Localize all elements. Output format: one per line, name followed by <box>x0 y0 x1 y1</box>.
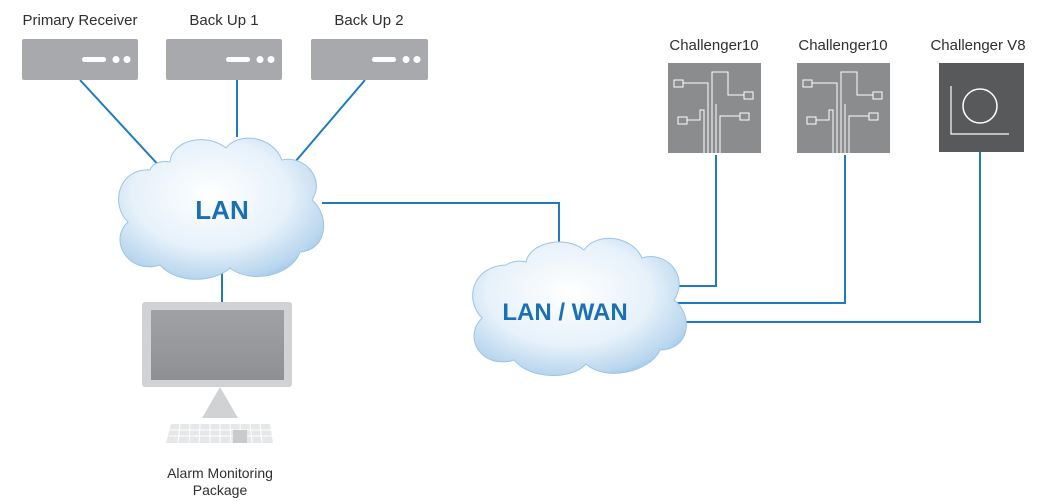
link-wan-challenger1 <box>672 155 717 287</box>
label-back-up-2: Back Up 2 <box>334 12 404 29</box>
connection-lines <box>79 79 981 323</box>
lan-cloud-label: LAN <box>195 195 248 225</box>
receiver-server-backup2 <box>311 39 428 80</box>
label-back-up-1: Back Up 1 <box>189 12 259 29</box>
label-challenger10-2: Challenger10 <box>798 37 888 54</box>
link-lan-wan <box>322 202 560 250</box>
link-backup2-lan <box>294 79 366 163</box>
wan-cloud-label: LAN / WAN <box>502 299 627 326</box>
label-alarm-monitoring: Alarm Monitoring <box>167 465 273 481</box>
label-challenger10-1: Challenger10 <box>669 37 759 54</box>
label-package: Package <box>192 482 248 498</box>
label-primary-receiver: Primary Receiver <box>22 12 138 29</box>
link-wan-challenger3 <box>672 152 981 323</box>
label-challenger-v8: Challenger V8 <box>930 37 1026 54</box>
challenger-v8-panel <box>939 63 1024 152</box>
wan-cloud: LAN / WAN <box>472 237 687 376</box>
lan-cloud: LAN <box>118 137 325 280</box>
workstation-monitor <box>142 302 292 418</box>
challenger10-panel-2 <box>797 63 890 153</box>
receiver-server-backup1 <box>166 39 282 80</box>
workstation-keyboard <box>166 423 273 444</box>
link-wan-challenger2 <box>672 155 846 304</box>
link-primary-lan <box>79 79 164 171</box>
challenger10-panel-1 <box>668 63 761 153</box>
receiver-server-primary <box>22 39 138 80</box>
